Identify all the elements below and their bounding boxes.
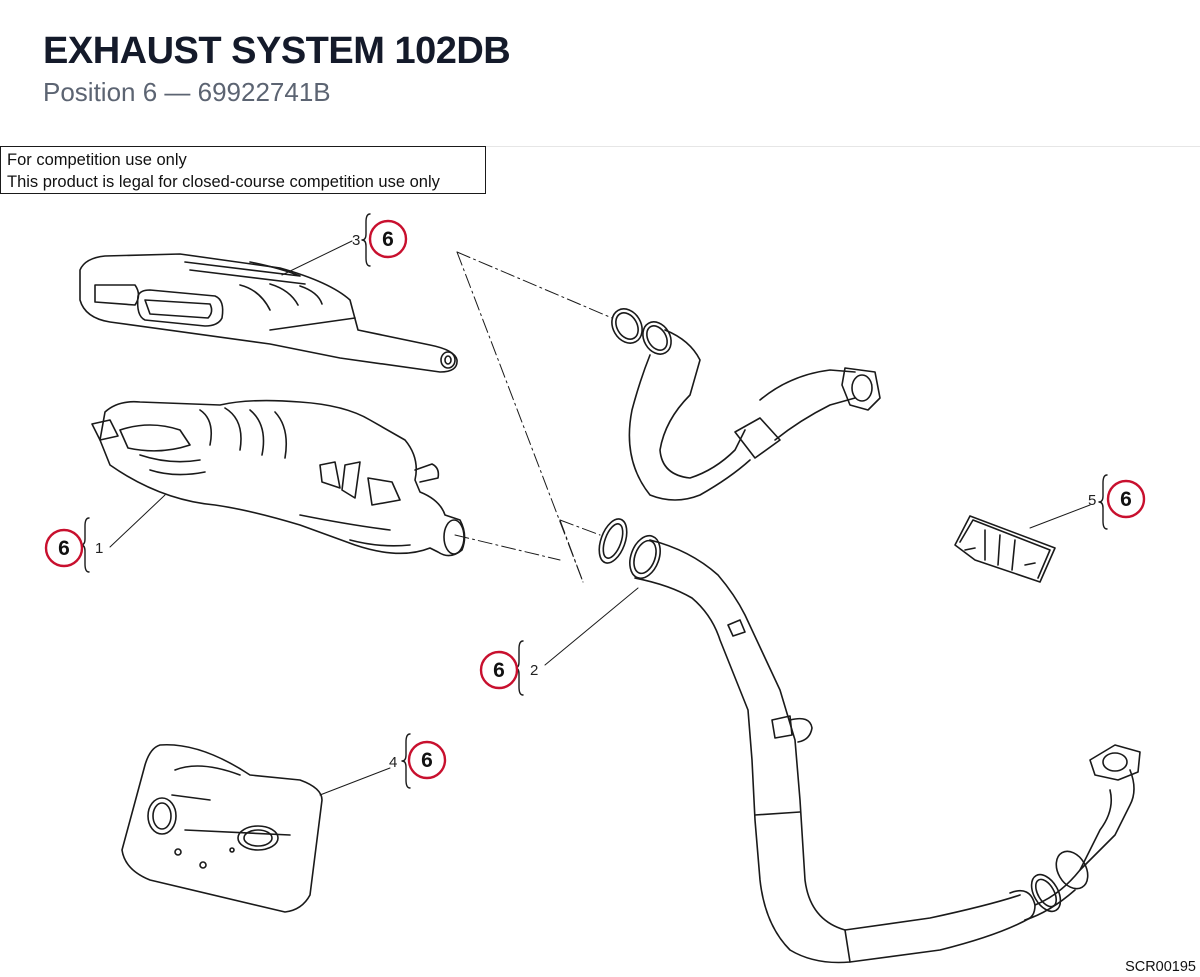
part-3-silencer-cover: [79, 253, 458, 373]
page-header: EXHAUST SYSTEM 102DB Position 6 — 699227…: [0, 0, 1200, 147]
competition-notice: For competition use only This product is…: [0, 146, 486, 194]
position-badge: [407, 740, 447, 780]
page-subtitle: Position 6 — 69922741B: [43, 77, 331, 107]
part-number-4: 4: [389, 754, 397, 771]
part-5-bracket: [954, 515, 1056, 583]
gasket-ring-lower: [598, 518, 661, 580]
leader-lines: [109, 240, 1091, 796]
part-4-heat-shield: [121, 743, 323, 913]
gasket-rings-upper: [611, 308, 672, 355]
part-2-main-pipe: [634, 539, 1141, 964]
part-number-3: 3: [352, 232, 360, 249]
position-badge: [44, 528, 84, 568]
notice-line-1: For competition use only: [7, 151, 187, 169]
upper-exhaust-pipe: [628, 329, 881, 501]
drawing-code: SCR00195: [1125, 959, 1196, 975]
position-badge: [368, 219, 408, 259]
callout-part-3: 3 6: [352, 219, 408, 259]
callout-part-5: 5 6: [1088, 479, 1146, 519]
assembly-guide-lines: [454, 251, 613, 583]
position-number: 6: [58, 537, 70, 560]
callout-part-4: 4 6: [389, 740, 447, 780]
page-title: EXHAUST SYSTEM 102DB: [43, 30, 511, 72]
callout-part-2: 6 2: [479, 650, 538, 690]
callout-braces: [80, 213, 1108, 789]
part-number-5: 5: [1088, 492, 1096, 509]
position-number: 6: [421, 749, 433, 772]
position-number: 6: [1120, 488, 1132, 511]
part-1-silencer: [91, 399, 466, 557]
position-badge: [479, 650, 519, 690]
position-number: 6: [493, 659, 505, 682]
part-number-2: 2: [530, 662, 538, 679]
position-badge: [1106, 479, 1146, 519]
position-number: 6: [382, 228, 394, 251]
notice-line-2: This product is legal for closed-course …: [7, 173, 440, 191]
callout-part-1: 6 1: [44, 528, 103, 568]
part-number-1: 1: [95, 540, 103, 557]
